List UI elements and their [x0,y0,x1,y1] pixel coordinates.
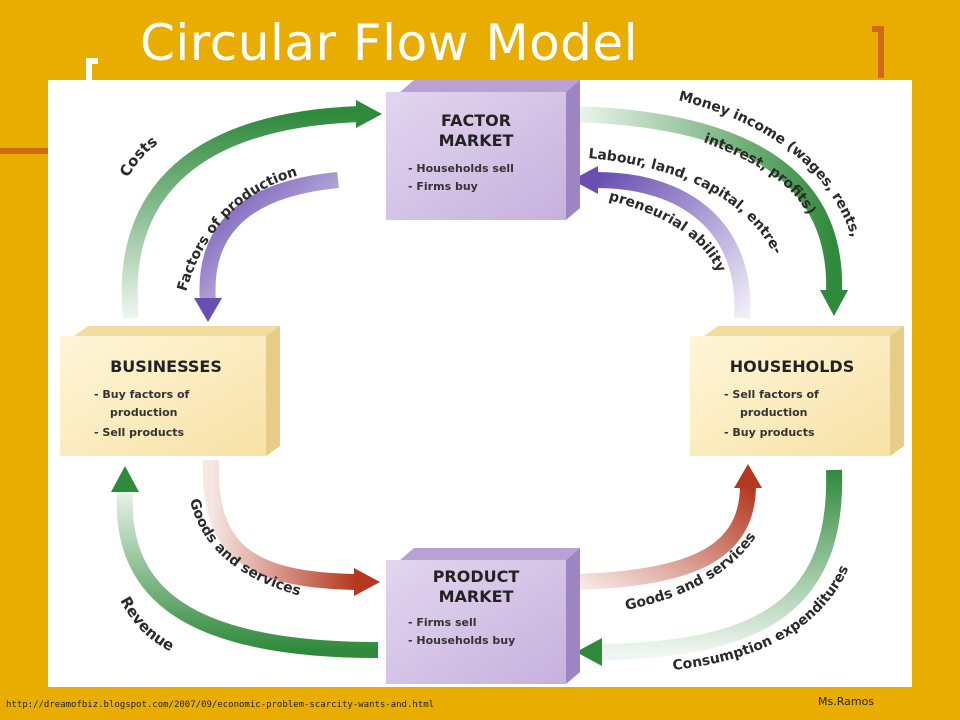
factors-of-production-label: Factors of production [175,164,300,293]
labour-arrow [572,166,751,319]
factor-market-item-1: - Households sell [408,162,514,175]
goods-services-right-arrow [577,464,762,590]
households-item-1a: - Sell factors of [724,388,819,401]
product-market-title-1: PRODUCT [433,567,520,586]
factor-market-title-2: MARKET [439,131,514,150]
slide-title: Circular Flow Model [140,14,639,72]
money-income-arrow [573,106,848,316]
businesses-box: BUSINESSES - Buy factors of production -… [60,326,280,456]
factor-market-item-2: - Firms buy [408,180,478,193]
goods-services-left-arrow [202,459,380,596]
author-credit: Ms.Ramos [818,695,875,708]
money-income-label-line2: interest, profits) [702,131,819,218]
costs-arrow [121,100,382,319]
businesses-title: BUSINESSES [110,357,222,376]
factors-of-production-arrow [194,172,339,322]
businesses-item-1a: - Buy factors of [94,388,190,401]
title-bracket-left [86,58,98,80]
consumption-arrow [576,469,843,666]
factor-market-title-1: FACTOR [441,111,511,130]
businesses-item-2: - Sell products [94,426,184,439]
households-item-2: - Buy products [724,426,815,439]
product-market-box: PRODUCT MARKET - Firms sell - Households… [386,548,580,684]
circular-flow-diagram: Costs Factors of production Money income… [48,80,912,687]
side-rule [0,148,48,154]
title-bracket-right [872,26,884,78]
revenue-arrow [111,466,379,658]
households-item-1b: production [740,406,808,419]
product-market-item-2: - Households buy [408,634,515,647]
costs-label: Costs [116,132,161,180]
households-box: HOUSEHOLDS - Sell factors of production … [690,326,904,456]
households-title: HOUSEHOLDS [730,357,854,376]
businesses-item-1b: production [110,406,178,419]
product-market-item-1: - Firms sell [408,616,477,629]
factor-market-box: FACTOR MARKET - Households sell - Firms … [386,80,580,220]
source-url: http://dreamofbiz.blogspot.com/2007/09/e… [6,700,435,710]
product-market-title-2: MARKET [439,587,514,606]
diagram-canvas: Costs Factors of production Money income… [60,80,904,684]
